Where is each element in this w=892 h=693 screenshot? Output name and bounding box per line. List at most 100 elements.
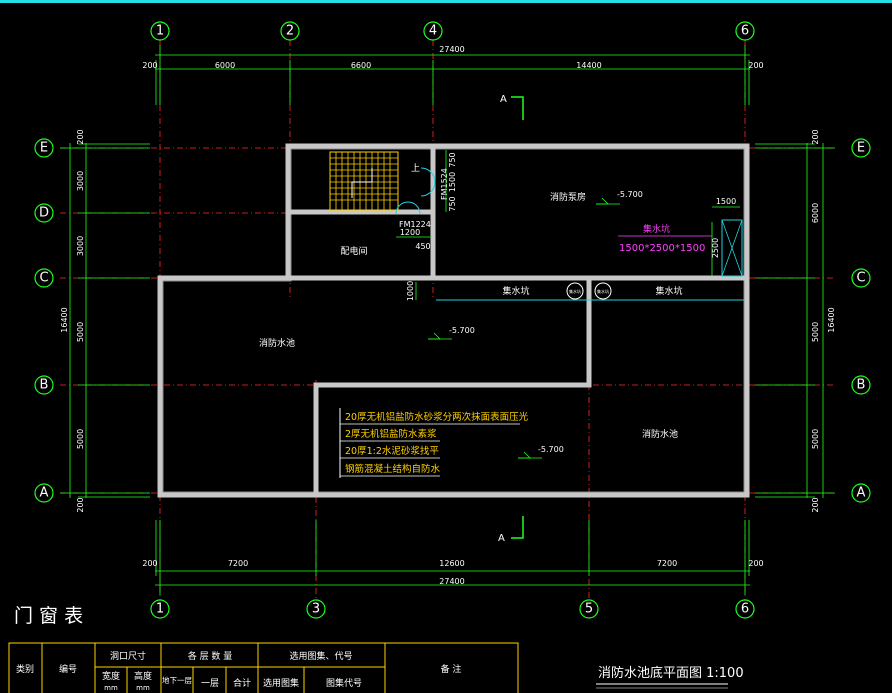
- th-atlas-code: 图集代号: [326, 677, 362, 689]
- dim-top-right-edge: 200: [748, 61, 763, 70]
- floor-notes: 20厚无机铝盐防水砂浆分两次抹面表面压光 2厚无机铝盐防水素浆 20厚1:2水泥…: [339, 408, 529, 478]
- svg-text:C: C: [856, 271, 865, 286]
- svg-text:A: A: [857, 486, 866, 501]
- dim-right-seg-1: 6000: [811, 203, 820, 223]
- th-category: 类别: [16, 663, 34, 675]
- th-width: 宽度: [102, 670, 120, 682]
- dim-right-bottom-edge: 200: [811, 497, 820, 512]
- svg-text:450: 450: [415, 242, 430, 251]
- dim-right-seg-2: 5000: [811, 322, 820, 342]
- dim-left-seg-4: 5000: [76, 429, 85, 449]
- svg-text:D: D: [39, 206, 49, 221]
- th-total: 合计: [233, 677, 251, 689]
- axis-bubble-right-B: B: [851, 375, 871, 395]
- svg-text:B: B: [40, 378, 49, 393]
- svg-text:2: 2: [286, 24, 294, 39]
- axis-bubble-right-C: C: [851, 268, 871, 288]
- svg-text:B: B: [857, 378, 866, 393]
- th-floor-qty: 各 层 数 量: [188, 650, 233, 662]
- svg-text:1500: 1500: [448, 172, 457, 192]
- wall-pool-divider: [313, 278, 592, 495]
- door-fm1224: FM1224: [395, 201, 431, 229]
- dim-right-seg-3: 5000: [811, 429, 820, 449]
- room-sump-right: 集水坑: [655, 285, 682, 297]
- axis-lines: [60, 40, 835, 600]
- svg-text:6: 6: [741, 602, 749, 617]
- axis-bubble-top-1: 1: [150, 21, 170, 41]
- th-opening-size: 洞口尺寸: [110, 650, 146, 662]
- svg-text:1: 1: [156, 24, 164, 39]
- door-window-table-title: 门 窗 表: [14, 605, 83, 627]
- th-height: 高度: [134, 670, 152, 682]
- level-pump-room: -5.700: [596, 190, 643, 205]
- level-pool-left: -5.700: [428, 326, 475, 340]
- dim-bottom-total: 27400: [439, 577, 464, 586]
- svg-text:FM1524: FM1524: [440, 168, 449, 200]
- dim-left-seg-2: 3000: [76, 236, 85, 256]
- dim-top-seg-3: 14400: [576, 61, 601, 70]
- axis-bubble-right-E: E: [851, 138, 871, 158]
- right-dimensions: 200 6000 5000 5000 200 16400: [755, 129, 836, 513]
- svg-text:-5.700: -5.700: [538, 445, 564, 454]
- th-atlas: 选用图集: [263, 677, 299, 689]
- pipe-mark-right: 集水坑: [594, 282, 612, 300]
- th-code: 编号: [59, 663, 77, 675]
- room-sump-left: 集水坑: [502, 285, 529, 297]
- dim-top-total: 27400: [439, 45, 464, 54]
- svg-text:A: A: [40, 486, 49, 501]
- axis-bubble-left-B: B: [34, 375, 54, 395]
- th-basement: 地下一层: [162, 675, 192, 685]
- drawing-title: 消防水池底平面图 1:100: [598, 665, 744, 681]
- dim-bottom-seg-2: 12600: [439, 559, 464, 568]
- svg-text:750: 750: [448, 152, 457, 167]
- axis-bubble-bottom-5: 5: [579, 599, 599, 619]
- svg-text:2500: 2500: [711, 238, 720, 258]
- axis-bubbles: 1 2 4 6 1 3 5 6 E D C B A E C B A: [34, 21, 871, 619]
- axis-bubble-left-A: A: [34, 483, 54, 503]
- th-width-unit: mm: [104, 684, 118, 692]
- dim-top-left-edge: 200: [142, 61, 157, 70]
- svg-text:A: A: [498, 533, 505, 544]
- th-floor1: 一层: [201, 678, 219, 689]
- th-atlas-group: 选用图集、代号: [289, 650, 352, 662]
- svg-text:集水坑: 集水坑: [643, 223, 670, 235]
- th-remarks: 备 注: [441, 663, 462, 675]
- walls: [157, 143, 750, 498]
- svg-text:6: 6: [741, 24, 749, 39]
- axis-bubble-top-2: 2: [280, 21, 300, 41]
- svg-text:1: 1: [156, 602, 164, 617]
- pipe-mark-left: 集水坑: [566, 282, 584, 300]
- svg-text:A: A: [500, 94, 507, 105]
- svg-text:E: E: [857, 141, 865, 156]
- left-dimensions: 200 3000 3000 5000 5000 200 16400: [60, 129, 150, 513]
- sump-pit: 集水坑 1500*2500*1500: [618, 219, 743, 277]
- top-dimensions: 27400 200 6000 6600 14400 200: [142, 45, 764, 105]
- svg-text:-5.700: -5.700: [449, 326, 475, 335]
- stair-up-label: 上: [411, 163, 420, 174]
- dim-bottom-right-edge: 200: [748, 559, 763, 568]
- room-pool-left: 消防水池: [259, 337, 295, 349]
- dim-left-seg-3: 5000: [76, 322, 85, 342]
- note-line-3: 20厚1:2水泥砂浆找平: [345, 445, 439, 457]
- top-accent-bar: [0, 0, 892, 3]
- dim-right-total: 16400: [827, 307, 836, 332]
- axis-bubble-top-6: 6: [735, 21, 755, 41]
- door-window-table: 类别 编号 洞口尺寸 宽度 mm 高度 mm 各 层 数 量 地下一层 一层 合…: [8, 642, 519, 693]
- dim-left-top-edge: 200: [76, 129, 85, 144]
- dim-top-seg-2: 6600: [351, 61, 371, 70]
- axis-bubble-left-C: C: [34, 268, 54, 288]
- axis-bubble-bottom-6: 6: [735, 599, 755, 619]
- dim-bottom-seg-3: 7200: [657, 559, 677, 568]
- axis-bubble-bottom-3: 3: [306, 599, 326, 619]
- axis-bubble-top-4: 4: [423, 21, 443, 41]
- room-pool-right: 消防水池: [642, 428, 678, 440]
- section-mark-top: A: [500, 94, 524, 120]
- note-line-1: 20厚无机铝盐防水砂浆分两次抹面表面压光: [345, 411, 529, 423]
- svg-text:5: 5: [585, 602, 593, 617]
- room-pump-room: 消防泵房: [550, 191, 586, 203]
- note-line-4: 钢筋混凝土结构自防水: [345, 463, 441, 475]
- section-mark-bottom: A: [498, 516, 524, 544]
- svg-text:FM1224: FM1224: [399, 220, 431, 229]
- axis-bubble-left-E: E: [34, 138, 54, 158]
